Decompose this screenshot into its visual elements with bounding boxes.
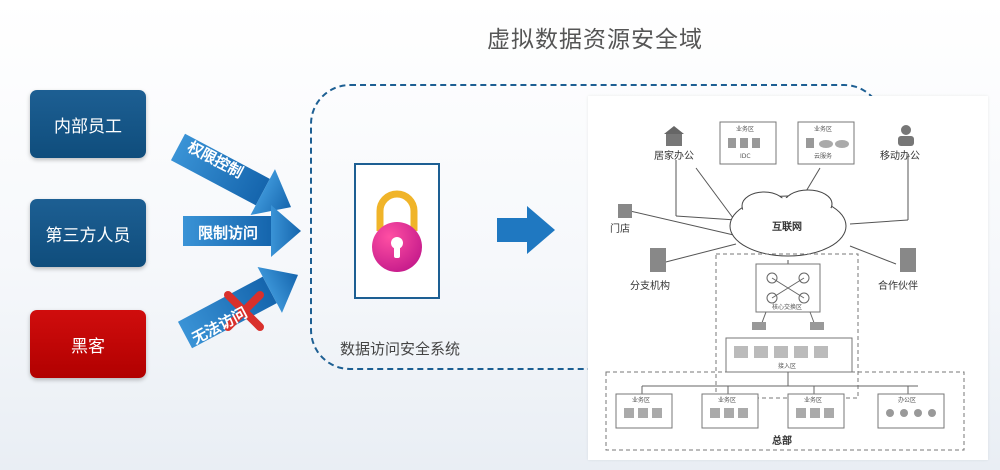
store-node bbox=[618, 204, 632, 218]
label-store: 门店 bbox=[610, 222, 630, 235]
label-biz-zone: 业务区 bbox=[736, 125, 754, 133]
label-internet: 互联网 bbox=[772, 220, 802, 233]
actor-third-party: 第三方人员 bbox=[30, 199, 146, 267]
arrow-to-network bbox=[497, 206, 555, 254]
hq-biz-zone-3: 业务区 bbox=[787, 393, 845, 429]
svg-text:办公区: 办公区 bbox=[898, 396, 916, 404]
label-access-zone: 接入区 bbox=[778, 362, 796, 370]
deny-icon bbox=[224, 291, 264, 331]
arrow-label-limited: 限制访问 bbox=[198, 224, 259, 242]
home-office-node bbox=[664, 126, 684, 146]
lock-icon bbox=[372, 190, 422, 272]
label-home-office: 居家办公 bbox=[654, 149, 694, 162]
lock-card bbox=[354, 163, 440, 299]
core-switch-zone: 核心交换区 bbox=[755, 263, 821, 313]
partner-node bbox=[900, 248, 916, 272]
hq-biz-zone-2: 业务区 bbox=[701, 393, 759, 429]
arrow-permission-control bbox=[170, 133, 292, 216]
label-partner: 合作伙伴 bbox=[878, 279, 918, 292]
internet-cloud bbox=[729, 189, 847, 257]
actor-label: 第三方人员 bbox=[45, 225, 131, 246]
label-hq: 总部 bbox=[772, 434, 792, 447]
hq-office-zone: 办公区 bbox=[877, 393, 945, 429]
idc-zone: 业务区 IDC bbox=[719, 121, 777, 165]
label-branch: 分支机构 bbox=[630, 279, 670, 292]
mobile-office-node bbox=[898, 125, 914, 146]
page-title: 虚拟数据资源安全域 bbox=[487, 27, 703, 53]
actor-label: 黑客 bbox=[71, 336, 105, 357]
label-cloud: 云服务 bbox=[814, 152, 832, 160]
svg-text:业务区: 业务区 bbox=[718, 396, 736, 404]
hq-upper-boundary bbox=[715, 253, 859, 399]
actor-internal-staff: 内部员工 bbox=[30, 90, 146, 158]
label-idc: IDC bbox=[740, 153, 751, 160]
network-topology: 居家办公 业务区 IDC 业务区 云服务 移动办公 门店 bbox=[588, 96, 988, 460]
system-label: 数据访问安全系统 bbox=[340, 340, 461, 358]
label-mobile-office: 移动办公 bbox=[880, 149, 920, 162]
actor-hacker: 黑客 bbox=[30, 310, 146, 378]
label-core-switch: 核心交换区 bbox=[772, 303, 802, 311]
access-zone: 接入区 bbox=[725, 337, 853, 373]
actor-label: 内部员工 bbox=[54, 116, 122, 137]
arrow-limited-access bbox=[183, 205, 301, 257]
svg-text:业务区: 业务区 bbox=[804, 396, 822, 404]
hq-biz-zone-1: 业务区 bbox=[615, 393, 673, 429]
arrow-no-access bbox=[177, 266, 299, 349]
cloud-zone: 业务区 云服务 bbox=[797, 121, 855, 165]
svg-text:业务区: 业务区 bbox=[632, 396, 650, 404]
branch-node bbox=[650, 248, 666, 272]
network-diagram: 居家办公 业务区 IDC 业务区 云服务 移动办公 门店 bbox=[605, 121, 965, 451]
label-biz-zone: 业务区 bbox=[814, 125, 832, 133]
hq-boundary bbox=[605, 371, 965, 451]
